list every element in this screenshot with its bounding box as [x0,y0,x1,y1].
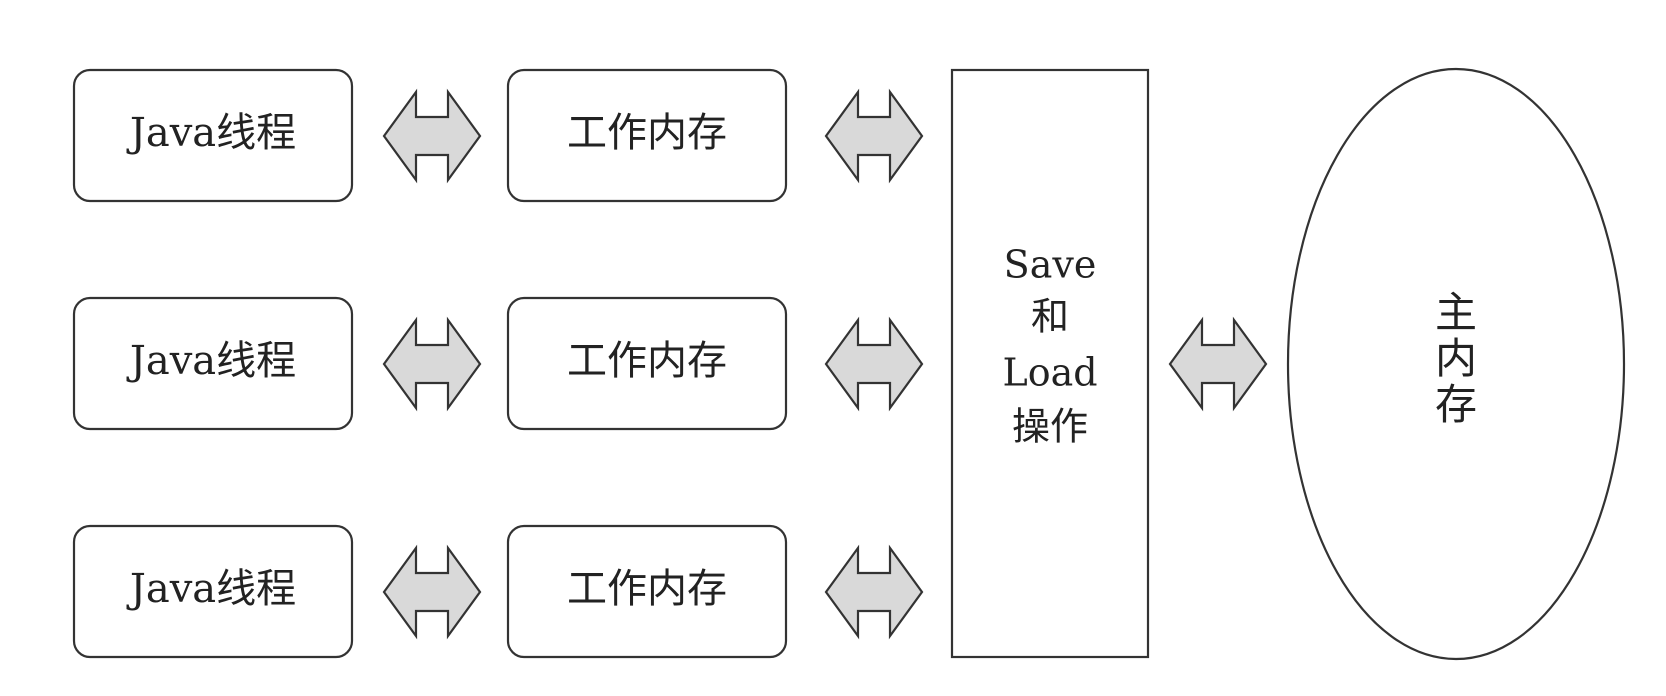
row-1: Java线程 工作内存 [72,68,788,203]
working-memory-box-1 [506,68,788,203]
arrow-memory-saveload-3-double-headed-arrow-icon [824,544,924,640]
working-memory-box-2 [506,296,788,431]
working-memory-label-2: 工作内存 [567,338,727,384]
save-load-rect [950,68,1150,659]
save-load-line-4: 操作 [1012,405,1088,449]
main-memory: 主 内 存 [1286,67,1626,661]
main-memory-line-2: 内 [1435,334,1477,383]
arrow-layer [382,88,1268,640]
java-thread-box-2 [72,296,354,431]
arrow-memory-saveload-1-double-headed-arrow-icon [824,88,924,184]
working-memory-label-3: 工作内存 [567,566,727,612]
save-load-line-1: Save [1004,243,1097,287]
arrow-thread-memory-1-double-headed-arrow-icon [382,88,482,184]
java-thread-label-1: Java线程 [126,110,296,156]
arrow-saveload-main-memory-double-headed-arrow-icon [1168,316,1268,412]
java-thread-label-2: Java线程 [126,338,296,384]
main-memory-line-1: 主 [1435,288,1477,337]
main-memory-ellipse [1286,67,1626,661]
save-load-box: Save 和 Load 操作 [950,68,1150,659]
main-memory-line-3: 存 [1435,380,1477,429]
arrow-thread-memory-3-double-headed-arrow-icon [382,544,482,640]
java-thread-box-1 [72,68,354,203]
save-load-line-2: 和 [1031,295,1069,339]
java-thread-label-3: Java线程 [126,566,296,612]
save-load-line-3: Load [1002,351,1097,395]
arrow-thread-memory-2-double-headed-arrow-icon [382,316,482,412]
working-memory-label-1: 工作内存 [567,110,727,156]
arrow-memory-saveload-2-double-headed-arrow-icon [824,316,924,412]
working-memory-box-3 [506,524,788,659]
java-thread-box-3 [72,524,354,659]
row-2: Java线程 工作内存 [72,296,788,431]
row-3: Java线程 工作内存 [72,524,788,659]
